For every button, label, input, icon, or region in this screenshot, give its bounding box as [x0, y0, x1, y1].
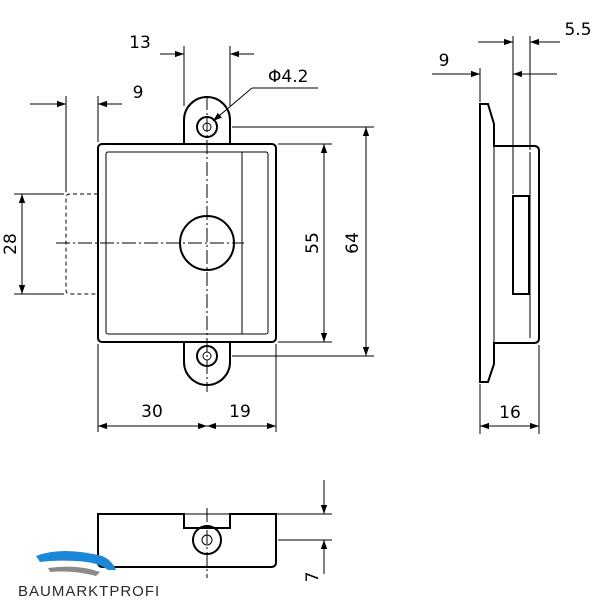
left-slot-hidden [65, 193, 98, 295]
dim-slot-height: 28 [1, 193, 64, 295]
dim-left-offset: 9 [30, 83, 143, 192]
front-view: 13 Φ4.2 9 28 55 [1, 33, 374, 432]
dim-total-height-label: 64 [343, 232, 363, 254]
logo-swoosh-shadow-icon [48, 566, 100, 576]
dim-side-depth-label: 16 [499, 403, 521, 423]
dim-slot-height-label: 28 [1, 233, 21, 255]
dim-hole-diameter-label: Φ4.2 [268, 67, 308, 87]
dim-side-depth: 16 [479, 345, 540, 434]
dim-inner-height-label: 55 [303, 232, 323, 254]
dim-side-top-width-label: 5.5 [564, 20, 591, 40]
logo-swoosh-icon [36, 551, 116, 570]
bottom-profile [97, 513, 277, 568]
dim-top-width: 13 [129, 33, 254, 106]
brand-name: BAUMARKTPROFI [18, 583, 160, 600]
dim-bottom-height-label: 7 [303, 572, 323, 583]
dim-right-width-label: 19 [229, 402, 251, 422]
dim-left-offset-label: 9 [133, 83, 144, 103]
side-latch-tongue [512, 195, 530, 295]
dim-side-top-offset: 9 [432, 36, 557, 194]
dim-inner-height: 55 [278, 143, 332, 343]
dim-bottom-height: 7 [232, 480, 332, 582]
dim-hole-diameter: Φ4.2 [212, 67, 318, 122]
dim-side-top-width: 5.5 [478, 20, 592, 150]
dim-top-width-label: 13 [129, 33, 151, 53]
bottom-view: 7 [97, 480, 332, 582]
side-profile [479, 103, 540, 383]
brand-logo: BAUMARKTPROFI [18, 551, 160, 600]
dim-left-width-label: 30 [141, 402, 163, 422]
housing-outer [97, 143, 277, 343]
dim-side-top-offset-label: 9 [439, 51, 450, 71]
dim-total-height: 64 [232, 126, 374, 357]
side-view: 9 5.5 16 [432, 20, 592, 434]
dim-bottom-widths: 30 19 [97, 344, 277, 432]
